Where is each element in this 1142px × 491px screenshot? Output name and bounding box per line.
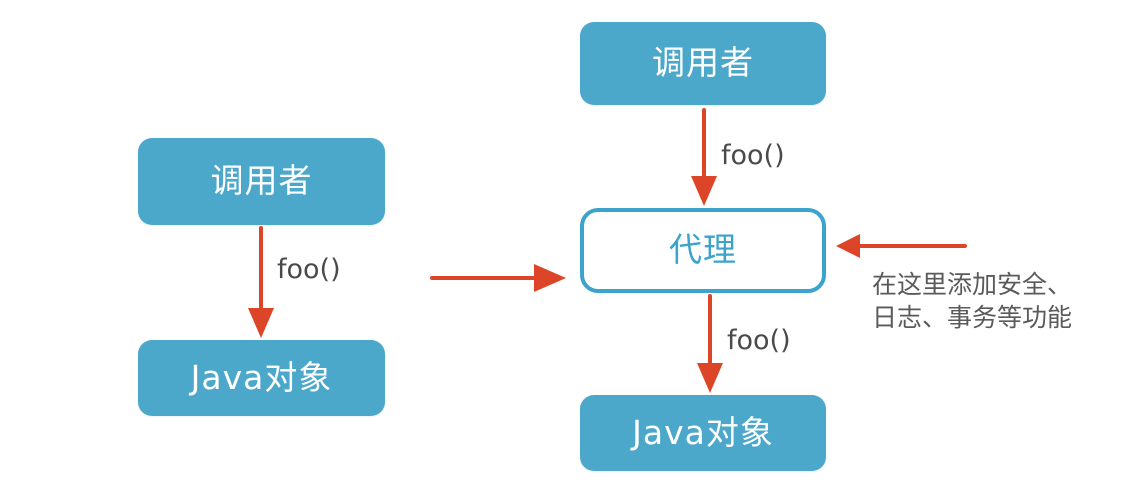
arrow-transition-left-to-right bbox=[430, 264, 566, 292]
right-caller-box[interactable]: 调用者 bbox=[580, 22, 826, 105]
annotation-line-2: 日志、事务等功能 bbox=[872, 303, 1073, 333]
right-target-object-box[interactable]: Java对象 bbox=[580, 395, 826, 471]
right-call-label-bottom: foo() bbox=[727, 325, 791, 356]
arrow-right-caller-to-proxy bbox=[691, 108, 717, 206]
proxy-box[interactable]: 代理 bbox=[580, 208, 826, 293]
arrow-proxy-to-object bbox=[697, 294, 723, 393]
annotation-line-1: 在这里添加安全、 bbox=[872, 270, 1073, 299]
right-call-label-top: foo() bbox=[721, 140, 785, 171]
arrow-left-caller-to-object bbox=[248, 226, 274, 338]
left-target-object-box[interactable]: Java对象 bbox=[138, 340, 385, 416]
left-caller-box[interactable]: 调用者 bbox=[138, 138, 385, 225]
proxy-annotation-note: 在这里添加安全、 日志、事务等功能 bbox=[872, 268, 1072, 335]
left-call-label: foo() bbox=[277, 254, 341, 285]
arrow-annotation-to-proxy bbox=[836, 234, 967, 258]
